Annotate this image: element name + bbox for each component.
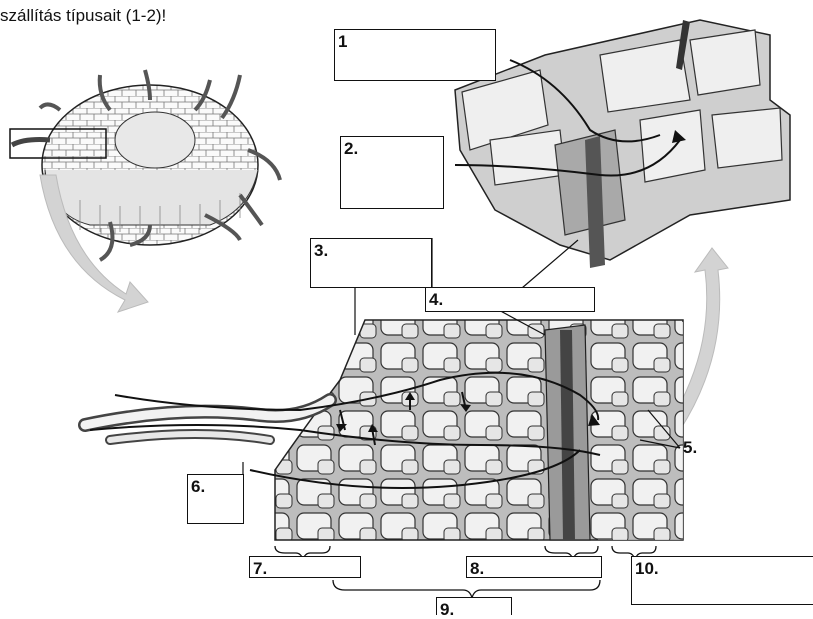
label-1: 1: [338, 33, 347, 50]
answer-box-3[interactable]: 3.: [310, 238, 432, 288]
label-4: 4.: [429, 291, 443, 308]
answer-box-7[interactable]: 7.: [249, 556, 361, 578]
answer-box-9[interactable]: 9.: [436, 597, 512, 615]
answer-box-8[interactable]: 8.: [466, 556, 602, 578]
answer-box-6[interactable]: 6.: [187, 474, 244, 524]
answer-box-10[interactable]: 10.: [631, 556, 813, 605]
label-8: 8.: [470, 560, 484, 577]
answer-box-4[interactable]: 4.: [425, 287, 595, 312]
label-9: 9.: [440, 601, 454, 618]
label-10: 10.: [635, 560, 659, 577]
cell-block-3d: [455, 20, 790, 268]
label-2: 2.: [344, 140, 358, 157]
label-5: 5.: [683, 439, 697, 456]
label-3: 3.: [314, 242, 328, 259]
root-cross-section: [12, 70, 280, 260]
answer-box-1[interactable]: 1: [334, 29, 496, 81]
label-7: 7.: [253, 560, 267, 577]
tissue-enlarged: [85, 320, 683, 540]
answer-box-2[interactable]: 2.: [340, 136, 444, 209]
label-6: 6.: [191, 478, 205, 495]
